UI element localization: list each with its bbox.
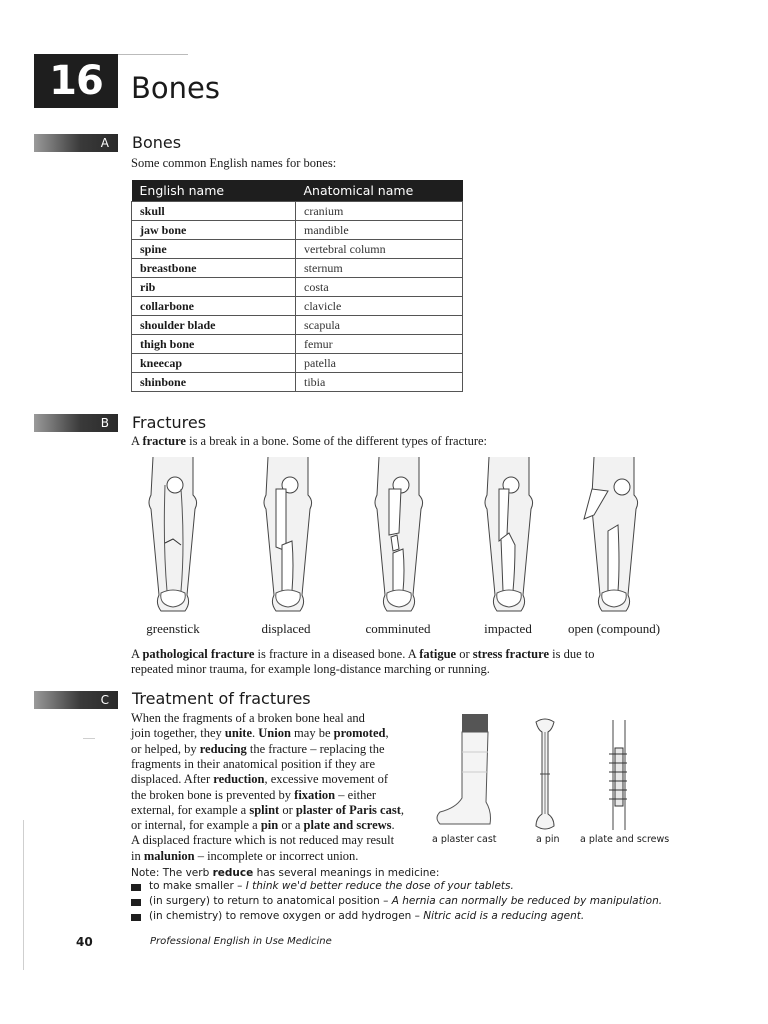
section-a-intro: Some common English names for bones: bbox=[131, 156, 337, 170]
caption-plate-and-screws: a plate and screws bbox=[580, 834, 670, 845]
fracture-label: open (compound) bbox=[567, 621, 661, 636]
unit-title: Bones bbox=[131, 71, 220, 105]
column-header: English name bbox=[131, 180, 296, 202]
bullet-item: to make smaller – I think we'd better re… bbox=[149, 880, 514, 892]
english-name-cell: skull bbox=[131, 201, 296, 221]
english-name-cell: spine bbox=[131, 239, 296, 259]
caption-pin: a pin bbox=[536, 834, 560, 845]
anatomical-name-cell: cranium bbox=[295, 201, 463, 221]
section-tab-b: B bbox=[34, 414, 118, 432]
english-name-cell: breastbone bbox=[131, 258, 296, 278]
treatment-text-line: the broken bone is prevented by fixation… bbox=[131, 787, 377, 802]
plaster-cast-illustration bbox=[436, 714, 491, 825]
note-line: Note: The verb reduce has several meanin… bbox=[131, 867, 440, 879]
anatomical-name-cell: mandible bbox=[295, 220, 463, 240]
english-name-cell: thigh bone bbox=[131, 334, 296, 354]
unit-number: 16 bbox=[34, 54, 118, 108]
section-b-title: Fractures bbox=[132, 413, 207, 432]
section-tab-a: A bbox=[34, 134, 118, 152]
margin-rule bbox=[23, 820, 24, 970]
section-a-title: Bones bbox=[132, 133, 182, 152]
fracture-label: impacted bbox=[484, 621, 532, 636]
anatomical-name-cell: femur bbox=[295, 334, 463, 354]
pin-illustration bbox=[535, 718, 555, 830]
anatomical-name-cell: vertebral column bbox=[295, 239, 463, 259]
impacted-fracture-illustration bbox=[484, 456, 534, 612]
anatomical-name-cell: scapula bbox=[295, 315, 463, 335]
treatment-text-line: fragments in their anatomical position i… bbox=[131, 756, 376, 771]
caption-plaster-cast: a plaster cast bbox=[432, 834, 497, 845]
margin-mark bbox=[83, 738, 95, 739]
english-name-cell: shinbone bbox=[131, 372, 296, 392]
open-fracture-illustration bbox=[583, 456, 639, 612]
english-name-cell: collarbone bbox=[131, 296, 296, 316]
page-number: 40 bbox=[76, 935, 93, 949]
anatomical-name-cell: tibia bbox=[295, 372, 463, 392]
treatment-text-line: A displaced fracture which is not reduce… bbox=[131, 833, 395, 848]
section-b-intro: A fracture is a break in a bone. Some of… bbox=[131, 434, 488, 448]
column-header: Anatomical name bbox=[295, 180, 463, 202]
displaced-fracture-illustration bbox=[263, 456, 313, 612]
treatment-text-line: in malunion – incomplete or incorrect un… bbox=[131, 848, 359, 863]
english-name-cell: rib bbox=[131, 277, 296, 297]
section-b-para-line-2: repeated minor trauma, for example long-… bbox=[131, 662, 490, 676]
section-c-title: Treatment of fractures bbox=[132, 689, 311, 708]
header-rule bbox=[118, 54, 188, 55]
greenstick-fracture-illustration bbox=[148, 456, 198, 612]
book-title: Professional English in Use Medicine bbox=[150, 936, 332, 947]
treatment-text-line: or helped, by reducing the fracture – re… bbox=[131, 741, 385, 756]
fracture-label: displaced bbox=[261, 621, 311, 636]
anatomical-name-cell: costa bbox=[295, 277, 463, 297]
section-tab-c: C bbox=[34, 691, 118, 709]
treatment-text-line: join together, they unite. Union may be … bbox=[131, 726, 389, 741]
english-name-cell: shoulder blade bbox=[131, 315, 296, 335]
treatment-text-line: displaced. After reduction, excessive mo… bbox=[131, 772, 389, 787]
bullet-item: (in chemistry) to remove oxygen or add h… bbox=[149, 910, 585, 922]
fracture-label: comminuted bbox=[365, 621, 431, 636]
treatment-text-line: or internal, for example a pin or a plat… bbox=[131, 818, 395, 833]
bullet-icon bbox=[131, 914, 141, 921]
treatment-text-line: When the fragments of a broken bone heal… bbox=[131, 711, 365, 725]
bullet-icon bbox=[131, 899, 141, 906]
section-b-para-line-1: A pathological fracture is fracture in a… bbox=[131, 647, 595, 661]
anatomical-name-cell: sternum bbox=[295, 258, 463, 278]
anatomical-name-cell: patella bbox=[295, 353, 463, 373]
english-name-cell: kneecap bbox=[131, 353, 296, 373]
english-name-cell: jaw bone bbox=[131, 220, 296, 240]
plate-and-screws-illustration bbox=[609, 720, 627, 830]
fracture-label: greenstick bbox=[146, 621, 200, 636]
table-header-row: English name Anatomical name bbox=[131, 180, 463, 202]
anatomical-name-cell: clavicle bbox=[295, 296, 463, 316]
bullet-icon bbox=[131, 884, 141, 891]
treatment-text-line: external, for example a splint or plaste… bbox=[131, 802, 404, 817]
bullet-item: (in surgery) to return to anatomical pos… bbox=[149, 895, 663, 907]
comminuted-fracture-illustration bbox=[374, 456, 424, 612]
